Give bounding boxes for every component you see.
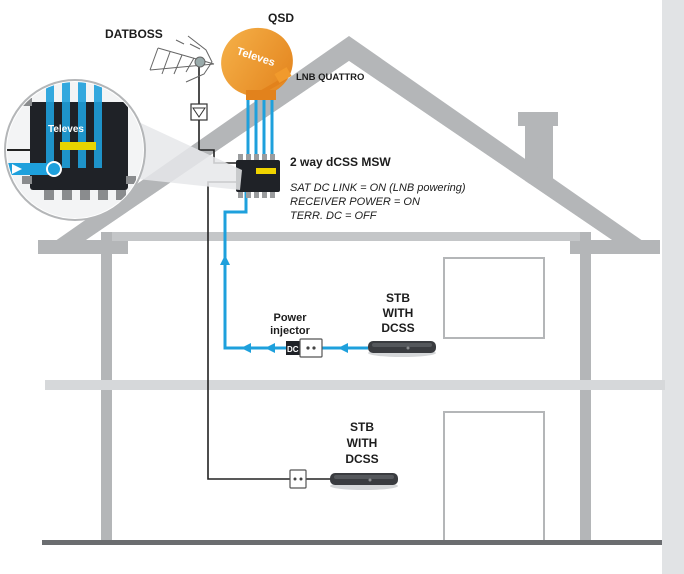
eave-left [38, 240, 128, 254]
lnb-icon [274, 67, 292, 83]
zoom-panel [60, 142, 96, 150]
cables [198, 66, 368, 480]
wall-outlet-upper [299, 338, 323, 358]
qsd-label: QSD [268, 11, 294, 25]
lnb-cables [246, 98, 274, 163]
stb-lower-label-line1: STB [350, 420, 374, 434]
wall-outlet-lower [289, 469, 307, 489]
datboss-label: DATBOSS [105, 27, 163, 41]
zoom-highlight [46, 161, 62, 177]
arrow-left-2 [265, 343, 275, 353]
stb-lower [330, 473, 398, 490]
arrow-left-1 [241, 343, 251, 353]
middle-floor [45, 380, 665, 390]
multiswitch-panel [256, 168, 276, 174]
attic-floor [112, 232, 580, 241]
switch-setting-1: SAT DC LINK = ON (LNB powering) [290, 182, 466, 194]
switch-setting-3: TERR. DC = OFF [290, 210, 378, 222]
stb-upper [368, 341, 436, 357]
satellite-dish: Televes [221, 27, 293, 100]
zoom-brand-label: Televes [48, 124, 84, 135]
window [443, 257, 545, 339]
amplifier-icon [192, 107, 206, 118]
zoom-blue-cables [46, 82, 102, 168]
lnb-label: LNB QUATTRO [296, 72, 364, 83]
arrow-left-3 [338, 343, 348, 353]
terrestrial-antenna-icon [149, 35, 215, 83]
injector-dc-label: DC [287, 345, 299, 354]
stb-upper-label-line1: STB [386, 291, 410, 305]
stb-upper-label-line3: DCSS [381, 321, 414, 335]
zoom-arrow-icon [12, 164, 22, 174]
injector-dc-box [286, 341, 300, 355]
door [443, 411, 545, 543]
side-band [662, 0, 684, 574]
arrow-up [220, 255, 230, 265]
zoom-detail: Televes [4, 79, 146, 221]
ground-line [42, 540, 662, 545]
multiswitch [236, 154, 280, 198]
multiswitch-body [236, 160, 280, 192]
stb-lower-label-line3: DCSS [345, 452, 378, 466]
stb-lower-label-line2: WITH [347, 436, 378, 450]
chimney-cap [518, 112, 558, 126]
switch-title-label: 2 way dCSS MSW [290, 155, 391, 169]
zoom-beam [128, 118, 242, 190]
switch-setting-2: RECEIVER POWER = ON [290, 196, 420, 208]
dish-mount [246, 90, 276, 100]
stb-upper-label-line2: WITH [383, 306, 414, 320]
eave-right [570, 240, 660, 254]
terrestrial-cable [199, 149, 240, 164]
injector-label-line1: Power [273, 312, 307, 324]
injector-label-line2: injector [270, 325, 310, 337]
power-injector: DC [286, 338, 323, 358]
dish-reflector [221, 27, 293, 97]
